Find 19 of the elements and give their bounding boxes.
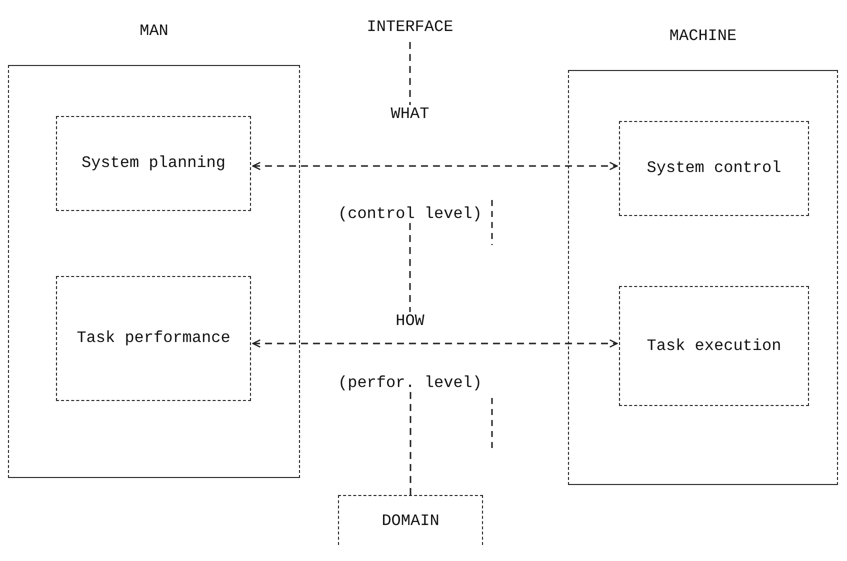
connector-arrow (252, 162, 618, 170)
box-label: System control (646, 158, 782, 179)
process-box (56, 276, 251, 401)
process-box (56, 116, 251, 211)
group-heading: MACHINE (668, 27, 738, 45)
level-heading: HOW (396, 312, 424, 330)
level-heading: WHAT (390, 105, 430, 123)
box-label: System planning (81, 153, 226, 174)
connector-arrow (252, 339, 618, 348)
level-heading: INTERFACE (366, 18, 454, 36)
process-box (619, 121, 809, 216)
group-heading: MAN (138, 22, 170, 40)
box-label: DOMAIN (382, 512, 440, 530)
level-label: (control level) (338, 205, 482, 223)
box-label: Task execution (646, 336, 782, 356)
box-label: Task performance (76, 328, 230, 349)
level-label: (perfor. level) (338, 374, 482, 392)
process-box (619, 286, 809, 406)
process-box (338, 495, 483, 545)
